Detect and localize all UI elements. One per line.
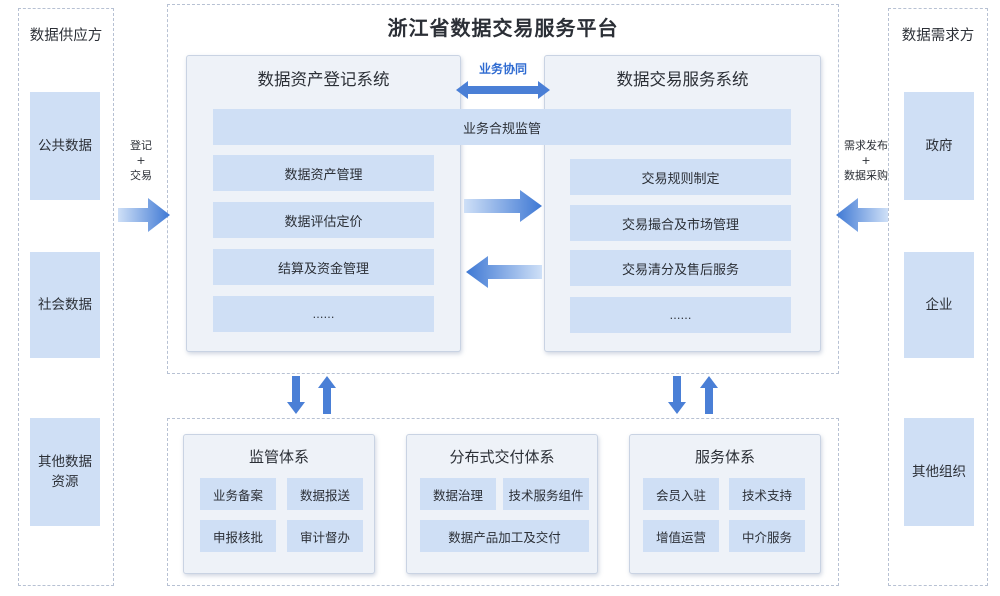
left-item-asset-management: 数据资产管理 [213,155,434,191]
right-item-more: …… [570,297,791,333]
right-system-title: 数据交易服务系统 [616,70,749,89]
left-flow-arrow-icon [118,198,170,232]
delivery-item-product-processing: 数据产品加工及交付 [420,520,589,552]
arrow-right-icon [464,190,542,222]
supervision-title: 监管体系 [248,448,309,466]
supply-column [18,8,114,586]
arrow-down-right-icon [668,376,686,414]
demand-item-other-org: 其他组织 [904,418,974,526]
left-item-more: …… [213,296,434,332]
demand-column [888,8,988,586]
supervision-item-reporting: 数据报送 [287,478,363,510]
platform-title: 浙江省数据交易服务平台 [387,16,619,40]
supply-item-social-data: 社会数据 [30,252,100,358]
service-item-tech-support: 技术支持 [729,478,805,510]
demand-title: 数据需求方 [901,28,975,44]
platform-frame [167,4,839,374]
supply-item-public-data: 公共数据 [30,92,100,200]
supervision-item-audit: 审计督办 [287,520,363,552]
demand-item-enterprise: 企业 [904,252,974,358]
service-title: 服务体系 [694,448,755,466]
left-system-title: 数据资产登记系统 [257,70,390,89]
service-item-value-ops: 增值运营 [643,520,719,552]
delivery-title: 分布式交付体系 [449,448,555,466]
supervision-item-approval: 申报核批 [200,520,276,552]
supply-item-other-data: 其他数据 资源 [30,418,100,526]
right-flow-arrow-icon [836,198,888,232]
arrow-left-icon [466,256,542,288]
service-item-intermediary: 中介服务 [729,520,805,552]
delivery-item-tech-components: 技术服务组件 [503,478,589,510]
right-item-clearing: 交易清分及售后服务 [570,250,791,286]
supply-title: 数据供应方 [29,28,103,44]
coop-label: 业务协同 [478,62,527,76]
left-flow-label: 登记 + 交易 [130,139,152,182]
arrow-up-right-icon [700,376,718,414]
right-flow-label: 需求发布 + 数据采购 [844,139,888,182]
bottom-frame [167,418,839,586]
right-item-rules: 交易规则制定 [570,159,791,195]
left-item-settlement: 结算及资金管理 [213,249,434,285]
arrow-up-left-icon [318,376,336,414]
left-item-valuation: 数据评估定价 [213,202,434,238]
delivery-item-governance: 数据治理 [420,478,496,510]
right-item-matching: 交易撮合及市场管理 [570,205,791,241]
arrow-down-left-icon [287,376,305,414]
service-item-membership: 会员入驻 [643,478,719,510]
supervision-item-filing: 业务备案 [200,478,276,510]
coop-double-arrow-icon [456,81,550,99]
demand-item-government: 政府 [904,92,974,200]
compliance-bar: 业务合规监管 [213,109,791,145]
